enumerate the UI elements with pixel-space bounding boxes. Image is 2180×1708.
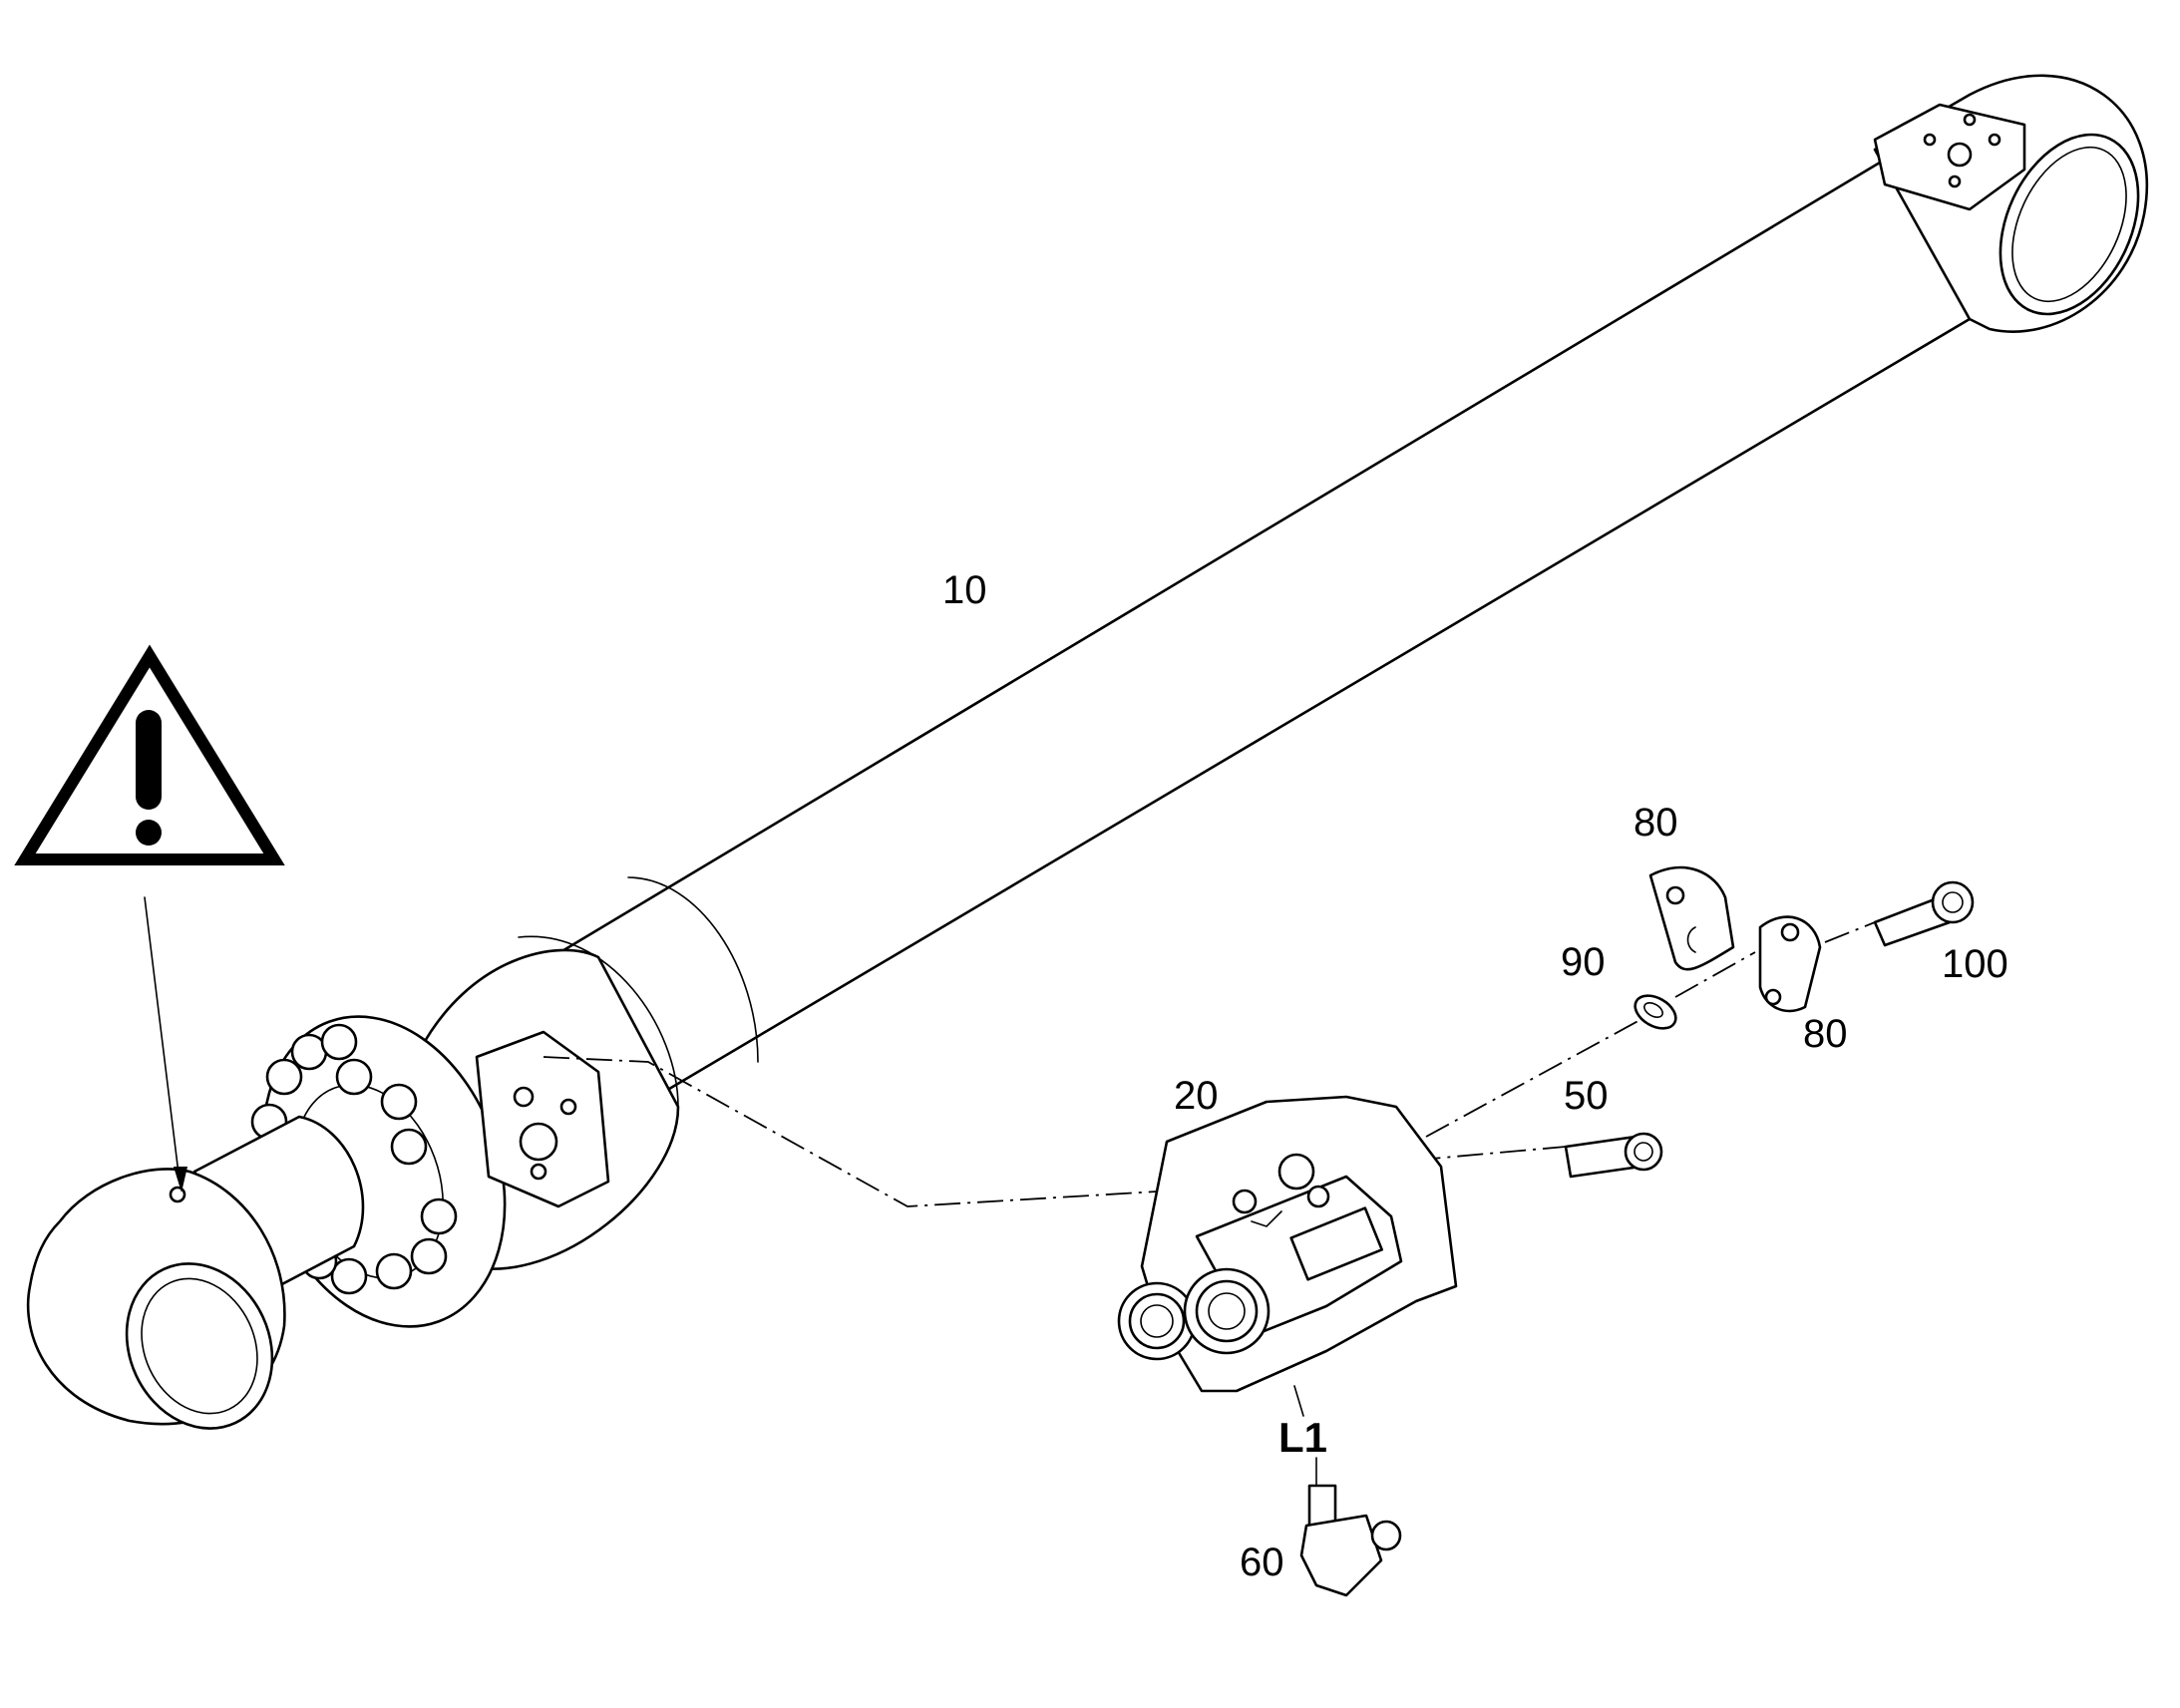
head-bolts (250, 1023, 458, 1295)
cylinder-barrel (467, 158, 1972, 1139)
callout-90: 90 (1561, 940, 1606, 984)
washer-90 (1634, 994, 1677, 1030)
port-label-l1: L1 (1278, 1414, 1327, 1461)
top-eye (1873, 74, 2149, 333)
flange-half-80-upper (1648, 865, 1735, 971)
callout-80-upper: 80 (1634, 801, 1678, 845)
fitting-60 (1299, 1484, 1402, 1597)
callout-10: 10 (942, 568, 987, 612)
bolt-100 (1873, 880, 1975, 947)
callout-20: 20 (1174, 1074, 1219, 1118)
flange-half-80-lower (1758, 915, 1822, 1013)
callout-labels: 10 20 50 60 80 80 90 100 L1 (942, 568, 2008, 1584)
warning-triangle-icon (14, 644, 285, 865)
piston-rod (26, 1115, 365, 1430)
callout-60: 60 (1240, 1540, 1284, 1584)
valve-block (1117, 1095, 1458, 1393)
bolt-50 (1564, 1132, 1663, 1179)
callout-100: 100 (1942, 942, 2008, 986)
callout-80-lower: 80 (1803, 1012, 1848, 1056)
callout-50: 50 (1564, 1074, 1609, 1118)
